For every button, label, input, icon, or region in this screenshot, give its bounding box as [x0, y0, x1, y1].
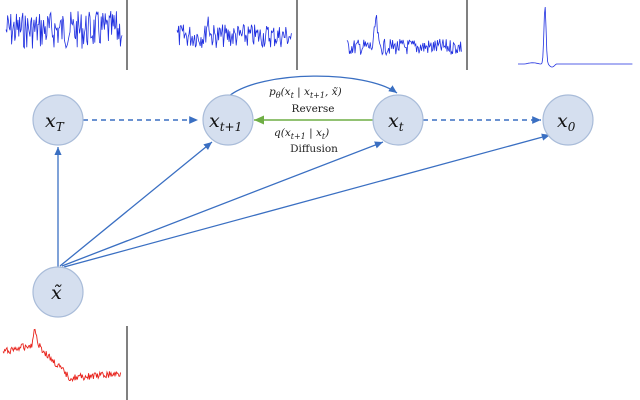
reverse-formula: pθ(xt | xt+1, x̃): [269, 86, 342, 100]
svg-text:xt: xt: [388, 110, 404, 134]
node-xT: xT: [32, 94, 84, 146]
node-xt1-base: x: [209, 110, 220, 132]
signal-panel-3: [346, 0, 468, 70]
signal-panel-2: [176, 0, 298, 70]
node-xt-base: x: [388, 110, 399, 132]
svg-text:xT: xT: [45, 110, 65, 134]
node-xT-sub: T: [56, 120, 65, 134]
signal-panel-4: [518, 6, 633, 68]
diffusion-formula: q(xt+1 | xt): [274, 127, 329, 141]
reverse-label: Reverse: [292, 103, 335, 115]
condition-signal-panel: [2, 326, 128, 400]
cond-arrow-to-x0: [63, 133, 551, 268]
svg-text:x̃: x̃: [51, 282, 62, 304]
noise-signal-1: [5, 10, 123, 50]
node-xtilde-base: x̃: [51, 282, 62, 304]
svg-text:x0: x0: [557, 110, 576, 134]
node-xt: xt: [372, 94, 424, 146]
signal-panel-1: [5, 0, 128, 70]
node-x0: x0: [542, 94, 594, 146]
cond-arrow-to-xt: [61, 141, 384, 267]
node-x0-base: x: [557, 110, 568, 132]
condition-signal: [2, 328, 122, 383]
node-xt1-sub: t+1: [220, 120, 243, 134]
node-xt-sub: t: [399, 120, 404, 134]
node-x0-sub: 0: [568, 120, 576, 134]
diffusion-label: Diffusion: [290, 143, 338, 155]
cond-arrow-to-xt1: [59, 141, 213, 267]
svg-text:xt+1: xt+1: [209, 110, 242, 134]
node-xt1: xt+1: [202, 94, 254, 146]
node-xT-base: x: [45, 110, 56, 132]
noise-signal-3: [346, 15, 462, 57]
clean-signal: [518, 6, 633, 68]
reverse-arrow: [228, 75, 398, 97]
noise-signal-2: [176, 16, 292, 49]
node-xtilde: x̃: [32, 266, 84, 318]
